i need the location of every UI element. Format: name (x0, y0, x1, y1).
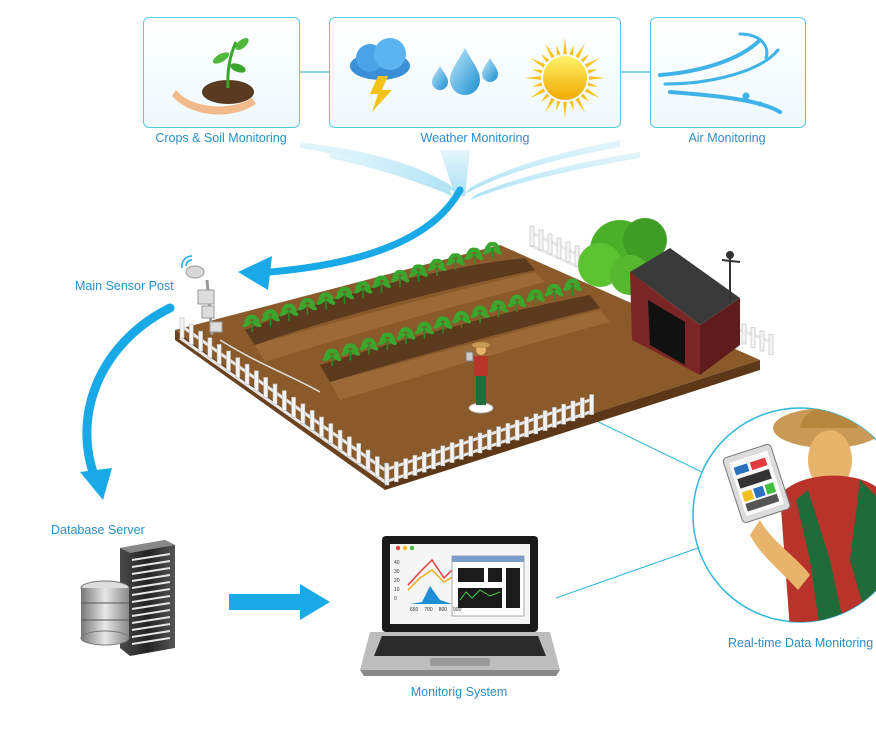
farmer-icon (465, 342, 494, 414)
sensor-post-label: Main Sensor Post (75, 279, 174, 293)
flow-arrows (82, 186, 464, 483)
crops-soil-label: Crops & Soil Monitoring (155, 131, 287, 145)
crop-plant (353, 281, 373, 299)
x-tick: 800 (438, 607, 448, 613)
crop-plant (446, 253, 465, 271)
y-tick: 20 (394, 578, 400, 584)
laptop-chart-x-ticks: 650 700 800 900 (410, 607, 461, 613)
x-tick: 900 (453, 607, 462, 613)
x-tick: 650 (410, 607, 419, 613)
storm-cloud-icon (350, 38, 410, 112)
crop-plant (359, 338, 379, 356)
link-laptop-circle (555, 547, 699, 599)
crop-plant (372, 275, 391, 293)
crop-plant (507, 294, 527, 312)
crop-plant (483, 242, 502, 260)
arrow-database-to-laptop (229, 584, 330, 620)
water-drops-icon (432, 48, 498, 95)
barn-icon (630, 248, 741, 375)
database-label: Database Server (51, 523, 145, 537)
crop-plant (452, 311, 471, 329)
crop-plant (526, 289, 545, 307)
crop-plant (489, 300, 508, 318)
crop-plant (335, 286, 354, 304)
crop-plant (298, 298, 317, 316)
server-icon (80, 540, 175, 656)
crop-plant (415, 321, 434, 339)
crop-plant (464, 247, 484, 265)
crop-plant (242, 314, 262, 332)
data-funnel-beams (300, 140, 640, 200)
tablet-icon (722, 443, 791, 523)
tree (578, 218, 667, 295)
crop-plant (378, 332, 397, 350)
crop-plant (316, 292, 336, 310)
weather-label: Weather Monitoring (420, 131, 530, 145)
crop-plant (322, 348, 342, 366)
crop-plant (341, 343, 360, 361)
crop-plant (433, 316, 453, 334)
plant-in-hands-icon (172, 38, 256, 115)
y-tick: 0 (394, 596, 397, 602)
card-icons (172, 32, 782, 118)
crop-plant (396, 327, 416, 345)
x-tick: 700 (424, 607, 433, 613)
arrow-head-database (80, 468, 112, 500)
y-tick: 10 (394, 587, 400, 593)
wind-icon (658, 32, 782, 114)
sensor-post-icon (181, 255, 321, 393)
air-label: Air Monitoring (688, 131, 766, 145)
y-tick: 30 (394, 569, 400, 575)
crop-plant (470, 305, 490, 323)
laptop-icon (360, 536, 560, 676)
crop-plant (261, 309, 280, 327)
sun-icon (525, 38, 605, 118)
arrow-head-sensor (238, 256, 272, 290)
crop-plant (390, 270, 410, 288)
monitoring-system-label: Monitorig System (410, 685, 508, 699)
crop-plant (427, 258, 447, 276)
crop-plant (563, 278, 582, 296)
farm-field (175, 225, 774, 490)
realtime-label: Real-time Data Monitoring (728, 636, 874, 650)
farmer-closeup (722, 408, 876, 622)
crop-plant (544, 284, 564, 302)
y-tick: 40 (394, 560, 400, 566)
laptop-chart-y-ticks: 40 30 20 10 0 (394, 559, 406, 604)
crop-plant (409, 264, 428, 282)
crop-plant (279, 303, 299, 321)
